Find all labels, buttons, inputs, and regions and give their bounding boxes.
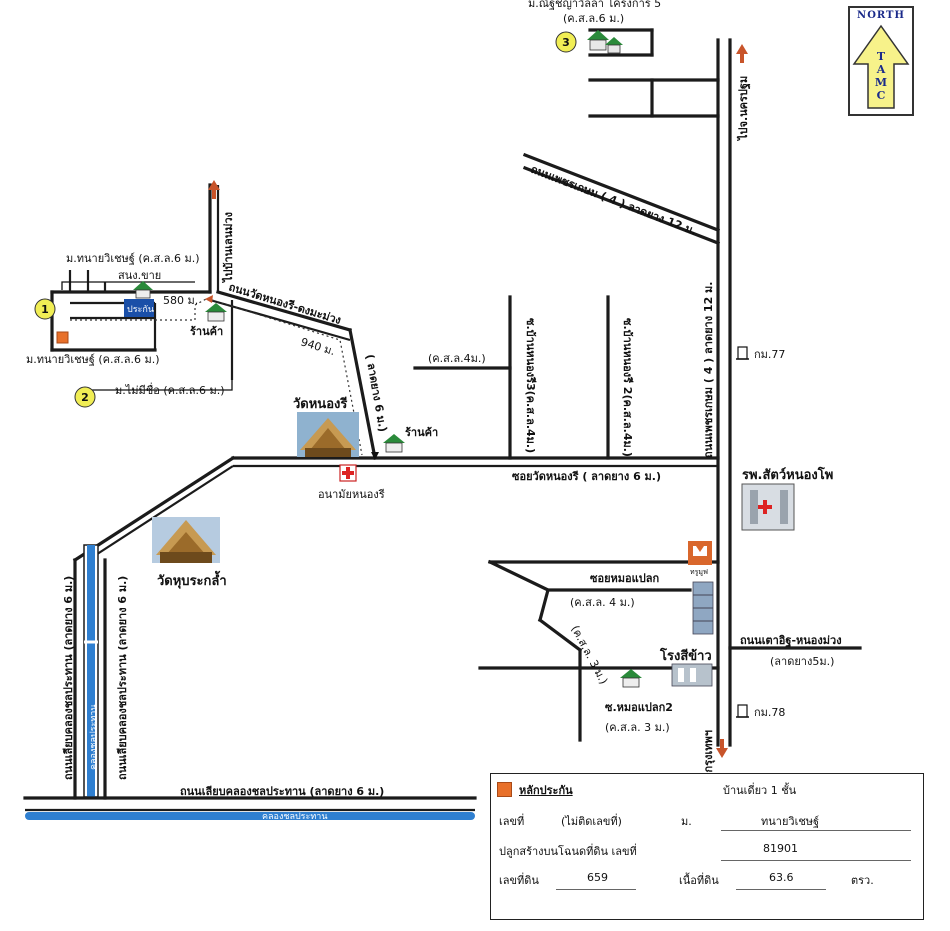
label-km78: กม.78	[754, 706, 785, 719]
label-village-thanai-bottom: ม.ทนายวิเชษฐ์ (ค.ส.ล.6 ม.)	[26, 353, 160, 366]
label-dist-580: 580 ม.	[163, 294, 198, 307]
no-label: เลขที่	[499, 815, 525, 828]
north-arrow-letter: M	[875, 76, 887, 89]
label-canal-bottom: คลองชลประทาน	[262, 812, 327, 822]
area-value: 63.6	[769, 871, 794, 884]
land-no-label: เลขที่ดิน	[499, 874, 539, 887]
vet-hospital-icon	[741, 483, 795, 531]
legend-swatch	[497, 782, 512, 797]
direction-arrows	[205, 44, 748, 758]
label-ksl3: (ค.ส.ล. 3 ม.)	[568, 623, 610, 686]
label-soi-wat-nongri: ซอยวัดหนองรี ( ลาดยาง 6 ม.)	[512, 470, 661, 483]
wat-nongri-image	[297, 412, 359, 457]
rice-mill-icon	[671, 581, 714, 687]
house-icon	[587, 30, 623, 54]
label-village-thanai-top: ม.ทนายวิเชษฐ์ (ค.ส.ล.6 ม.)	[66, 252, 200, 265]
label-soi-mo-plaek2: ซ.หมอแปลก2	[605, 701, 673, 714]
label-soi-mo-plaek2-sub: (ค.ส.ล. 3 ม.)	[605, 721, 670, 734]
label-canal-road-bottom: ถนนเลียบคลองชลประทาน (ลาดยาง 6 ม.)	[180, 785, 384, 798]
shop-icon-1	[205, 303, 227, 322]
label-truemove: ทรูมูฟ	[690, 568, 708, 576]
label-to-nakhon-pathom: ไปจ.นครปฐม	[736, 76, 751, 142]
north-arrow-letter: C	[877, 89, 886, 102]
house-type: บ้านเดี่ยว 1 ชั้น	[723, 784, 797, 797]
marker-1-label: 1	[41, 303, 49, 316]
north-label: NORTH	[857, 10, 905, 21]
legend-label: หลักประกัน	[519, 784, 573, 797]
km-marker-78	[736, 704, 749, 718]
marker-1: 1	[34, 298, 56, 320]
no-value: (ไม่ติดเลขที่)	[561, 815, 622, 828]
area-unit: ตรว.	[851, 874, 874, 887]
label-soi-mo-plaek-road: (ค.ส.ล. 4 ม.)	[570, 596, 635, 609]
marker-2-label: 2	[81, 391, 89, 404]
label-rice-mill: โรงสีข้าว	[659, 647, 712, 664]
label-village-top: ม.ณัฐชญาวิลล่า โครงการ 5	[528, 0, 661, 10]
label-canal-left: คลองชลประทาน	[89, 705, 99, 770]
label-to-ban-lane-muang: ไปบ้านเลนม่วง	[221, 212, 235, 284]
label-village-top-road: (ค.ส.ล.6 ม.)	[563, 12, 624, 25]
phetkasem-diagonal-road	[522, 152, 721, 246]
canal-road-bottom	[23, 796, 477, 820]
km-marker-77	[736, 346, 749, 360]
deed-label: ปลูกสร้างบนโฉนดที่ดิน เลขที่	[499, 845, 637, 858]
house-icon-soi	[620, 669, 642, 688]
label-tao-it-road-sub: (ลาดยาง5ม.)	[770, 655, 834, 668]
moo-label: ม.	[681, 815, 692, 828]
deed-value: 81901	[763, 842, 798, 855]
top-village-roads	[588, 28, 720, 118]
label-phetkasem-vertical: ถนนเพชรเกษม ( 4 ) ลาดยาง 12 ม.	[702, 282, 715, 458]
area-label: เนื้อที่ดิน	[679, 874, 719, 887]
north-arrow-icon: T A M C	[852, 24, 910, 109]
marker-3: 3	[555, 31, 577, 53]
label-km77: กม.77	[754, 348, 785, 361]
north-compass: NORTH T A M C	[848, 6, 914, 116]
label-road-ksl4: (ค.ส.ล.4ม.)	[428, 352, 486, 365]
moo-value: ทนายวิเชษฐ์	[761, 815, 820, 828]
label-soi-nongri2: ซ.บ้านหนองรี 2(ค.ส.ล.4ม.)	[621, 318, 634, 457]
truemove-logo	[688, 541, 712, 565]
label-soi-mo-plaek: ซอยหมอแปลก	[590, 572, 659, 585]
label-phetkasem: ถนนเพชรเกษม ( 4 ) ลาดยาง 12 ม.	[529, 163, 698, 238]
label-sale-sign: ประกัน	[127, 305, 154, 315]
label-to-bangkok: ไปกรุงเทพฯ	[701, 730, 716, 787]
nongri-branch-roads	[413, 295, 610, 460]
land-no-value: 659	[587, 871, 608, 884]
label-canal-road-left-1: ถนนเลียบคลองชลประทาน (ลาดยาง 6 ม.)	[62, 576, 75, 780]
north-arrow-letter: A	[876, 63, 886, 76]
route-lines	[61, 281, 363, 456]
shop-icon-2	[383, 434, 405, 453]
marker-2: 2	[74, 386, 96, 408]
sales-office-icon	[124, 281, 154, 317]
label-nongri-dongmamuang: ถนนวัดหนองรี-ดงมะม่วง	[227, 280, 342, 327]
marker-3-label: 3	[562, 36, 570, 49]
collateral-marker	[56, 331, 69, 344]
road-to-ban-lane-muang	[208, 183, 220, 294]
label-shop-2: ร้านค้า	[405, 426, 438, 439]
soi-wat-nongri-road	[72, 455, 720, 563]
highway-phetkasem	[716, 38, 732, 747]
label-sale-office: สนง.ขาย	[118, 269, 161, 282]
label-dist-940: 940 ม.	[299, 335, 337, 358]
label-canal-road-left-2: ถนนเลียบคลองชลประทาน (ลาดยาง 6 ม.)	[116, 576, 129, 780]
road-nongri-dongmamuang	[209, 290, 377, 460]
north-arrow-letter: T	[877, 50, 886, 63]
label-village-nameless: ม.ไม่มีชื่อ (ค.ส.ล.6 ม.)	[115, 382, 224, 397]
label-health-center: อนามัยหนองรี	[318, 488, 385, 501]
property-info-box: หลักประกัน บ้านเดี่ยว 1 ชั้น เลขที่ (ไม่…	[490, 773, 924, 920]
health-center-icon	[339, 464, 357, 482]
label-vet-hospital: รพ.สัตว์หนองโพ	[742, 466, 833, 483]
wat-hupkrachap-image	[152, 517, 220, 563]
label-soi-nongri3: ซ.บ้านหนองรี3(ค.ส.ล.4ม.)	[524, 318, 537, 453]
label-wat-nongri: วัดหนองรี	[293, 396, 347, 412]
label-shop-1: ร้านค้า	[190, 325, 223, 338]
label-wat-hupkrachap: วัดหุบระกล้ำ	[157, 570, 227, 589]
label-tao-it-road: ถนนเตาอิฐ-หนองม่วง	[740, 634, 842, 648]
